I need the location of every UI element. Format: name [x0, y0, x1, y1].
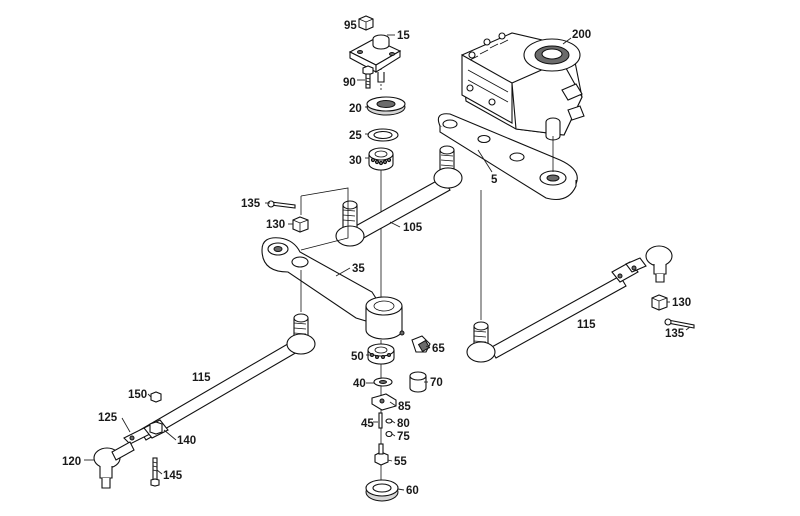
- part-50-lower-bearing: [367, 343, 395, 365]
- label-85: 85: [398, 401, 411, 413]
- label-15: 15: [397, 30, 410, 42]
- label-40: 40: [353, 378, 366, 390]
- assembly-guide-lines: [300, 187, 349, 251]
- label-130-right: 130: [672, 297, 691, 309]
- part-80-small-washer: [385, 418, 393, 424]
- label-20: 20: [349, 103, 362, 115]
- label-150: 150: [128, 389, 147, 401]
- label-130-left: 130: [266, 219, 285, 231]
- part-85-lock-plate: [371, 393, 397, 411]
- part-95-nut: [358, 15, 374, 31]
- part-150-nut: [150, 391, 162, 403]
- part-120-ball-joint-left: [93, 441, 135, 489]
- label-80: 80: [397, 418, 410, 430]
- label-145: 145: [163, 470, 183, 482]
- label-70: 70: [430, 377, 443, 389]
- label-125: 125: [98, 412, 118, 424]
- leader-lines: [84, 34, 691, 491]
- part-20-seal-ring: [366, 96, 406, 116]
- label-30: 30: [349, 155, 362, 167]
- label-55: 55: [394, 456, 407, 468]
- label-35: 35: [352, 263, 365, 275]
- label-5: 5: [491, 174, 498, 186]
- part-45-pin: [378, 412, 383, 429]
- part-60-seal: [365, 479, 399, 502]
- label-90: 90: [343, 77, 356, 89]
- part-40-washer: [373, 377, 393, 387]
- label-65: 65: [432, 343, 445, 355]
- part-90-bolt: [362, 65, 374, 89]
- label-45: 45: [361, 418, 374, 430]
- label-50: 50: [351, 351, 364, 363]
- label-25: 25: [349, 130, 362, 142]
- part-130-castle-nut-right: [651, 294, 668, 311]
- part-145-bolt: [150, 457, 160, 487]
- part-115-tie-rod-right: [466, 190, 673, 363]
- label-75: 75: [397, 431, 410, 443]
- part-labels: 95 15 90 20 25 30 200 5 135 130 105 35 6…: [62, 20, 691, 497]
- part-105-drag-link: [335, 145, 463, 247]
- part-200-steering-gearbox: [461, 32, 585, 141]
- part-135-cotter-pin-right: [664, 318, 695, 329]
- part-65-grease-fitting: [411, 335, 431, 353]
- part-130-castle-nut-left: [292, 216, 309, 233]
- part-140-bolt: [149, 421, 163, 435]
- part-25-washer: [367, 128, 399, 142]
- part-55-bolt: [374, 443, 389, 466]
- label-135-left: 135: [241, 198, 261, 210]
- label-60: 60: [406, 485, 419, 497]
- part-70-bushing: [409, 371, 427, 393]
- part-135-cotter-pin-left: [267, 200, 296, 209]
- label-120: 120: [62, 456, 81, 468]
- label-95: 95: [344, 20, 357, 32]
- part-35-idler-arm: [261, 237, 405, 340]
- label-105: 105: [403, 222, 423, 234]
- part-15-mounting-plate: [348, 34, 402, 83]
- part-5-pitman-arm: [437, 113, 578, 201]
- label-200: 200: [572, 29, 591, 41]
- label-140: 140: [177, 435, 196, 447]
- part-115-tie-rod-left: [139, 270, 316, 441]
- label-115-right: 115: [577, 319, 596, 331]
- part-30-bearing: [368, 147, 394, 171]
- label-135-right: 135: [665, 328, 685, 340]
- label-115-left: 115: [192, 372, 211, 384]
- part-75-small-nut: [385, 430, 393, 438]
